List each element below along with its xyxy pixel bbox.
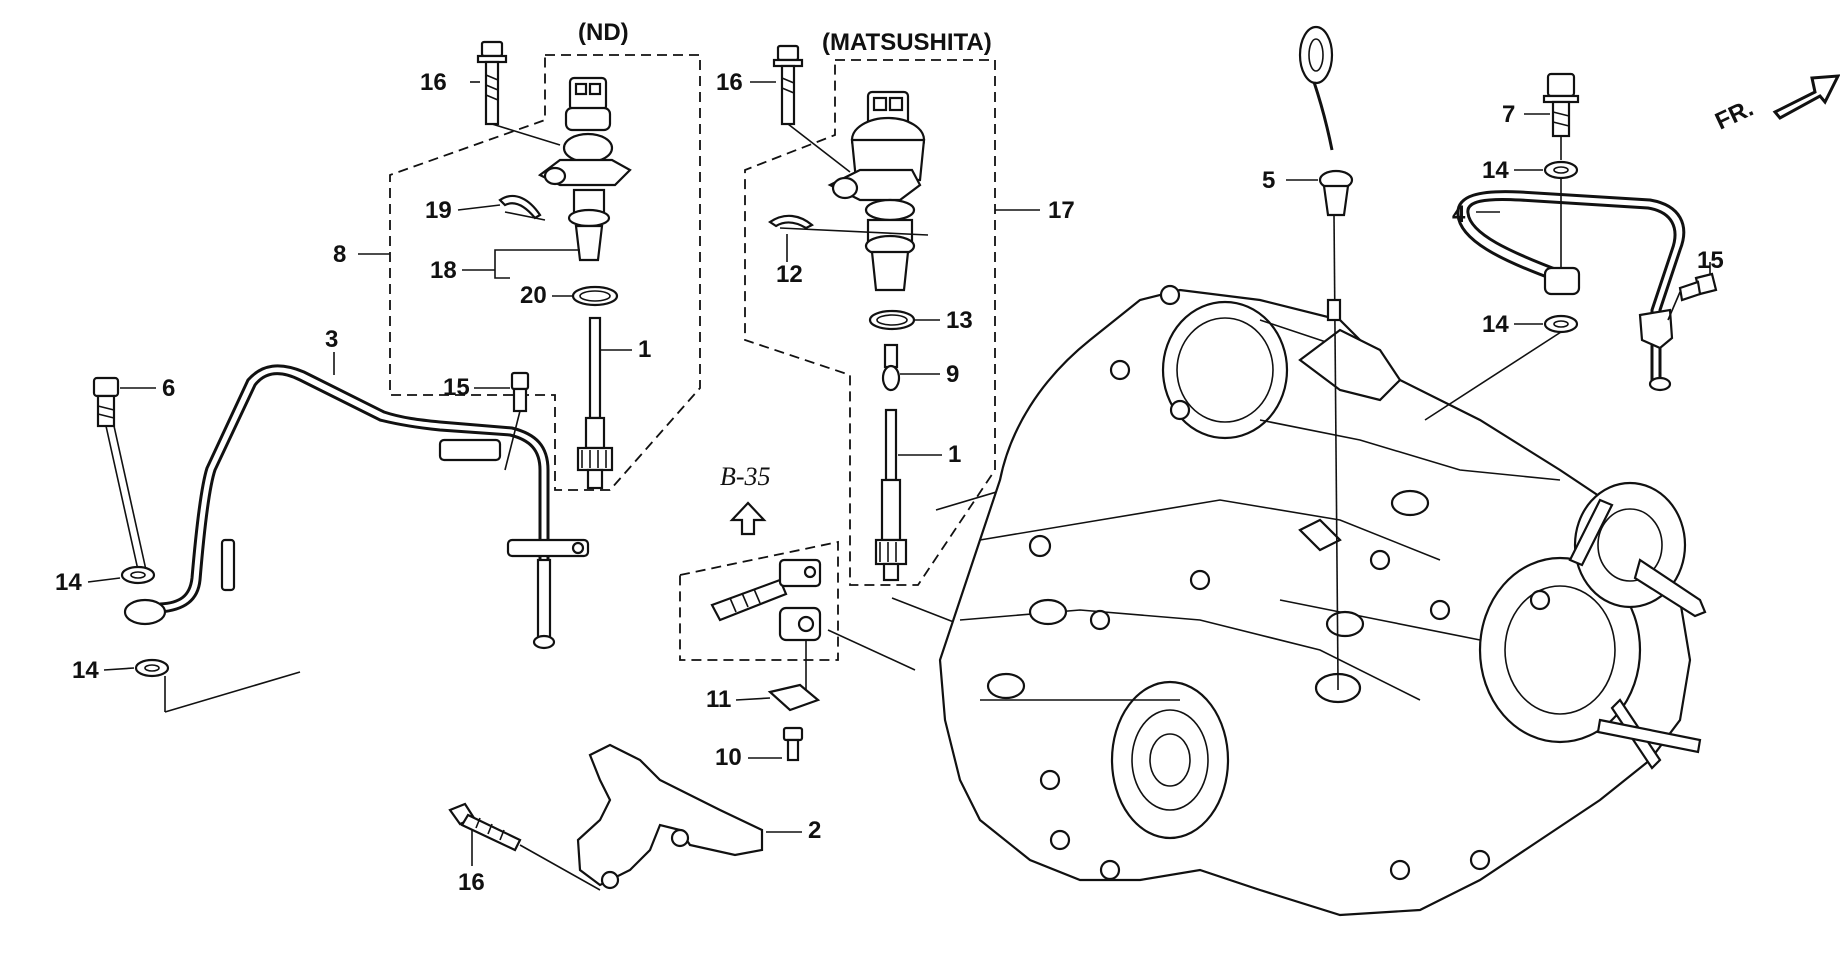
callout-17: 17	[1048, 197, 1075, 224]
bolt-16-matsushita	[772, 44, 804, 126]
callout-14-left-upper: 14	[55, 569, 82, 596]
clip-12	[768, 214, 929, 236]
matsushita-group-outline	[744, 59, 996, 586]
callout-13: 13	[946, 307, 973, 334]
callout-8: 8	[333, 241, 346, 268]
callout-16-nd: 16	[420, 69, 447, 96]
driven-shaft-1-nd	[576, 316, 614, 490]
washer-14-right-upper	[1543, 160, 1579, 180]
shaft-holder-9	[881, 343, 901, 392]
o-ring-20	[571, 285, 619, 307]
reference-b-35: B-35	[720, 462, 771, 491]
header-nd: (ND)	[578, 19, 629, 46]
washer-14-left-lower	[134, 658, 170, 678]
callout-7: 7	[1502, 101, 1515, 128]
bolt-16-nd	[476, 40, 508, 126]
callout-16-bottom: 16	[458, 869, 485, 896]
cooler-pipe-4	[1456, 190, 1686, 392]
cooler-pipe-3	[159, 364, 590, 650]
bolt-15-left	[510, 371, 530, 413]
callout-12: 12	[776, 261, 803, 288]
bolt-15-right	[1678, 272, 1718, 302]
banjo-fitting-right	[1543, 266, 1581, 296]
callout-20: 20	[520, 282, 547, 309]
callout-9: 9	[946, 361, 959, 388]
shift-cable-end	[710, 558, 822, 642]
banjo-bolt-7	[1542, 72, 1580, 160]
dipstick-5	[1298, 25, 1354, 681]
front-arrow-icon	[1772, 74, 1840, 120]
washer-14-left-upper	[120, 565, 156, 585]
header-matsushita: (MATSUSHITA)	[822, 29, 992, 56]
callout-1-nd: 1	[638, 336, 651, 363]
callout-1-matsushita: 1	[948, 441, 961, 468]
speed-sensor-nd	[537, 76, 632, 262]
washer-14-right-lower	[1543, 314, 1579, 334]
callout-14-left-lower: 14	[72, 657, 99, 684]
callout-4: 4	[1452, 201, 1466, 228]
callout-14-right-upper: 14	[1482, 157, 1509, 184]
bolt-10	[782, 726, 804, 762]
callout-6: 6	[162, 375, 175, 402]
banjo-bolt-6	[92, 376, 147, 571]
transmission-case	[938, 284, 1707, 917]
callout-19: 19	[425, 197, 452, 224]
bolt-16-bottom	[448, 802, 522, 852]
callout-5: 5	[1262, 167, 1275, 194]
callout-16-matsushita: 16	[716, 69, 743, 96]
callout-18: 18	[430, 257, 457, 284]
callout-11: 11	[706, 686, 731, 713]
up-arrow-icon	[729, 501, 767, 536]
speed-sensor-matsushita	[827, 90, 926, 292]
callout-14-right-lower: 14	[1482, 311, 1509, 338]
driven-shaft-1-matsushita	[874, 408, 908, 582]
clip-19	[498, 194, 546, 221]
cable-clip-11	[767, 683, 821, 712]
banjo-fitting-left	[123, 598, 167, 626]
callout-3: 3	[325, 326, 338, 353]
front-marker-label: FR.	[1711, 95, 1757, 136]
callout-10: 10	[715, 744, 742, 771]
nd-group-outline	[389, 54, 701, 491]
callout-15-left: 15	[443, 374, 470, 401]
cable-bracket-2	[576, 743, 764, 890]
callout-2: 2	[808, 817, 821, 844]
